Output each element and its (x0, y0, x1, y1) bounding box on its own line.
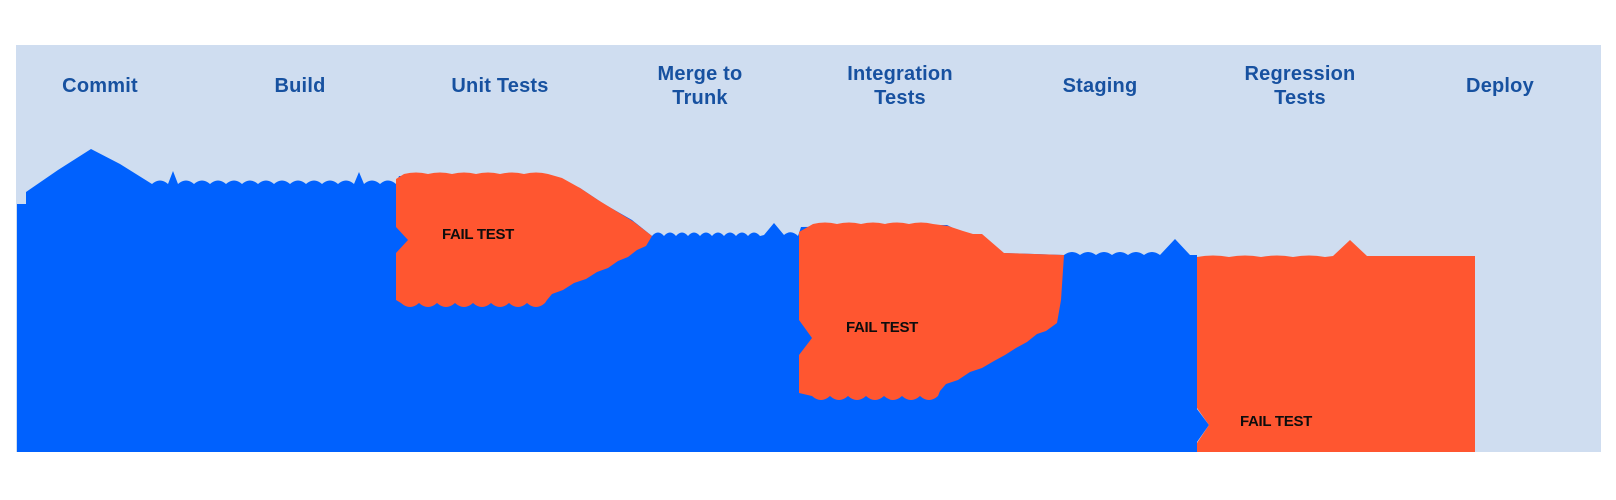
fail-block-unit-tests (396, 172, 652, 307)
fail-block-regression-tests (1197, 240, 1475, 452)
stage-label-commit: Commit (62, 75, 138, 97)
fail-test-label-integration-tests: FAIL TEST (846, 319, 918, 336)
stage-label-build: Build (274, 75, 326, 97)
stage-label-integration-tests: Integration Tests (847, 63, 953, 109)
stage-label-regression-tests: Regression Tests (1244, 63, 1356, 109)
fail-test-label-unit-tests: FAIL TEST (442, 226, 514, 243)
stage-label-unit-tests: Unit Tests (451, 75, 549, 97)
stage-label-deploy: Deploy (1466, 75, 1534, 97)
fail-test-label-regression-tests: FAIL TEST (1240, 413, 1312, 430)
stage-label-merge-to-trunk: Merge to Trunk (657, 63, 743, 109)
fail-block-integration-tests (799, 222, 1064, 400)
stage-label-staging: Staging (1062, 75, 1138, 97)
